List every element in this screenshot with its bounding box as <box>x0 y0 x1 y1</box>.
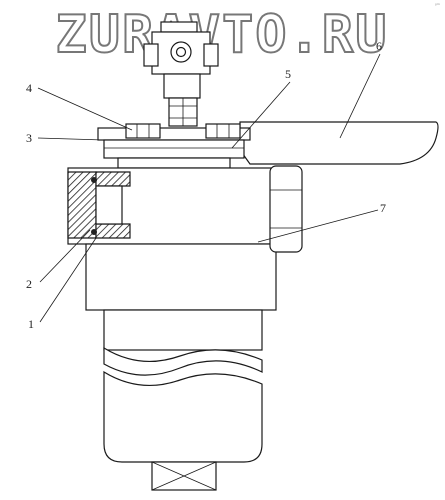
corner-mark: ᵞᵐ <box>435 3 440 9</box>
callout-2: 2 <box>26 277 32 291</box>
callout-7: 7 <box>380 201 386 215</box>
callout-5: 5 <box>285 67 291 81</box>
square-drive <box>151 461 217 491</box>
callout-6: 6 <box>376 39 382 53</box>
break-section <box>103 346 263 463</box>
lever-arm <box>239 121 439 165</box>
callout-3: 3 <box>26 131 32 145</box>
side-fitting-section <box>67 171 131 239</box>
callout-4: 4 <box>26 81 32 95</box>
leader-lines <box>37 53 381 323</box>
watermark-text: ZURAVTO.RU <box>55 5 388 65</box>
flange-plate <box>97 123 251 169</box>
callout-labels: 4 3 5 6 7 2 1 <box>26 39 386 331</box>
callout-1: 1 <box>28 317 34 331</box>
top-fitting <box>143 21 219 127</box>
